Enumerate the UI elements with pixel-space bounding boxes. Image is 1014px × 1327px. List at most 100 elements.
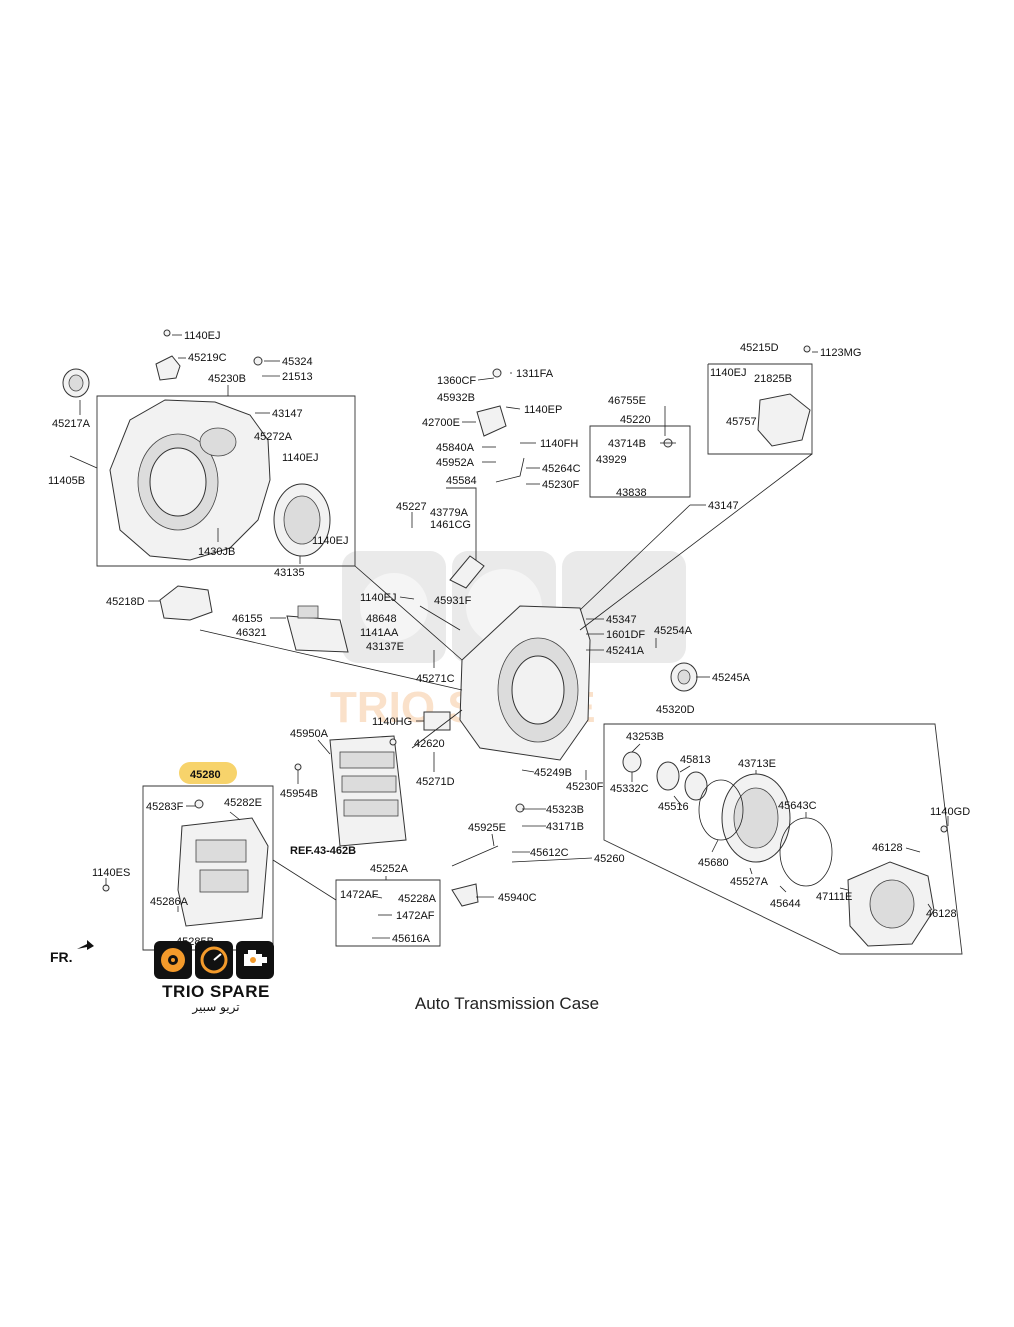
label-1461cg: 1461CG (430, 519, 471, 531)
label-1140gd: 1140GD (930, 806, 970, 818)
label-1472af: 1472AF (396, 910, 435, 922)
label-45644: 45644 (770, 898, 801, 910)
diagram-caption: Auto Transmission Case (414, 994, 600, 1013)
label-1140ej: 1140EJ (312, 535, 349, 547)
label-1140es: 1140ES (92, 867, 130, 879)
label-1123mg: 1123MG (820, 347, 861, 359)
label-1601df: 1601DF (606, 629, 645, 641)
label-46321: 46321 (236, 627, 267, 639)
label-21513: 21513 (282, 371, 313, 383)
label-45227: 45227 (396, 501, 427, 513)
label-45332c: 45332C (610, 783, 649, 795)
label-45347: 45347 (606, 614, 637, 626)
label-45249b: 45249B (534, 767, 572, 779)
label-45217a: 45217A (52, 418, 91, 430)
label-45840a: 45840A (436, 442, 475, 454)
label-43714b: 43714B (608, 438, 646, 450)
label-45271d: 45271D (416, 776, 455, 788)
label-45219c: 45219C (188, 352, 227, 364)
label-45320d: 45320D (656, 704, 695, 716)
label-45286a: 45286A (150, 896, 189, 908)
frame-45320D (603, 723, 963, 955)
label-45612c: 45612C (530, 847, 569, 859)
label-45245a: 45245A (712, 672, 751, 684)
label-42700e: 42700E (422, 417, 460, 429)
label-45925e: 45925E (468, 822, 506, 834)
label-45324: 45324 (282, 356, 313, 368)
label-45283f: 45283F (146, 801, 184, 813)
gauge-icon (195, 941, 233, 979)
parts (62, 329, 948, 947)
label-45757: 45757 (726, 416, 757, 428)
label-1311fa: 1311FA (516, 368, 554, 380)
label-45680: 45680 (698, 857, 729, 869)
brand-logo: TRIO SPARE تريو سبير (154, 941, 278, 1021)
label-1140ej: 1140EJ (360, 592, 397, 604)
label-45954b: 45954B (280, 788, 318, 800)
label-42620: 42620 (414, 738, 445, 750)
label-21825b: 21825B (754, 373, 792, 385)
label-45643c: 45643C (778, 800, 817, 812)
label-43929: 43929 (596, 454, 627, 466)
label-1140ej: 1140EJ (710, 367, 747, 379)
label-45527a: 45527A (730, 876, 769, 888)
frame-45220 (589, 425, 691, 498)
label-45252a: 45252A (370, 863, 409, 875)
label-11405b: 11405B (48, 475, 85, 487)
label-45940c: 45940C (498, 892, 537, 904)
label-45272a: 45272A (254, 431, 293, 443)
brake-disc-icon (154, 941, 192, 979)
brand-name: TRIO SPARE (162, 982, 270, 1001)
label-45215d: 45215D (740, 342, 779, 354)
label-45323b: 45323B (546, 804, 584, 816)
label-46128: 46128 (926, 908, 957, 920)
brand-name-arabic: تريو سبير (192, 1000, 240, 1014)
label-46755e: 46755E (608, 395, 646, 407)
label-45260: 45260 (594, 853, 625, 865)
highlight-45280 (179, 762, 237, 784)
front-indicator: FR. (50, 949, 73, 965)
label-43147: 43147 (272, 408, 303, 420)
label-43838: 43838 (616, 487, 647, 499)
label-45932b: 45932B (437, 392, 475, 404)
leader-lines (69, 334, 949, 939)
label-45220: 45220 (620, 414, 651, 426)
labels: 1140EJ 45219C 45324 21513 45230B 45217A … (48, 330, 970, 948)
label-45813: 45813 (680, 754, 711, 766)
label-1430jb: 1430JB (198, 546, 235, 558)
label-1140ep: 1140EP (524, 404, 562, 416)
label-43135: 43135 (274, 567, 305, 579)
label-45616a: 45616A (392, 933, 431, 945)
lever-43779a (449, 555, 485, 589)
front-arrow-icon (77, 940, 94, 950)
label-45241a: 45241A (606, 645, 645, 657)
label-43713e: 43713E (738, 758, 776, 770)
detent-42620 (423, 711, 451, 731)
label-45228a: 45228A (398, 893, 437, 905)
label-1140ej: 1140EJ (184, 330, 221, 342)
label-45950a: 45950A (290, 728, 329, 740)
label-45271c: 45271C (416, 673, 455, 685)
label-1141aa: 1141AA (360, 627, 399, 639)
label-45230b: 45230B (208, 373, 246, 385)
strainer-46321 (286, 615, 349, 653)
label-43137e: 43137E (366, 641, 404, 653)
label-43147: 43147 (708, 500, 739, 512)
label-45280-highlighted[interactable]: 45280 (190, 769, 221, 781)
bracket-45757 (757, 393, 811, 447)
label-43171b: 43171B (546, 821, 584, 833)
label-45584: 45584 (446, 475, 477, 487)
label-45254a: 45254A (654, 625, 693, 637)
label-45931f: 45931F (434, 595, 472, 607)
solenoid-42700e (476, 405, 507, 437)
label-46155: 46155 (232, 613, 263, 625)
label-45230f: 45230F (566, 781, 604, 793)
label-45952a: 45952A (436, 457, 475, 469)
frames (96, 363, 963, 955)
label-43779a: 43779A (430, 507, 469, 519)
label-48648: 48648 (366, 613, 397, 625)
label-1360cf: 1360CF (437, 375, 476, 387)
label-1140ej: 1140EJ (282, 452, 319, 464)
label-ref-43-462b[interactable]: REF.43-462B (290, 845, 356, 857)
